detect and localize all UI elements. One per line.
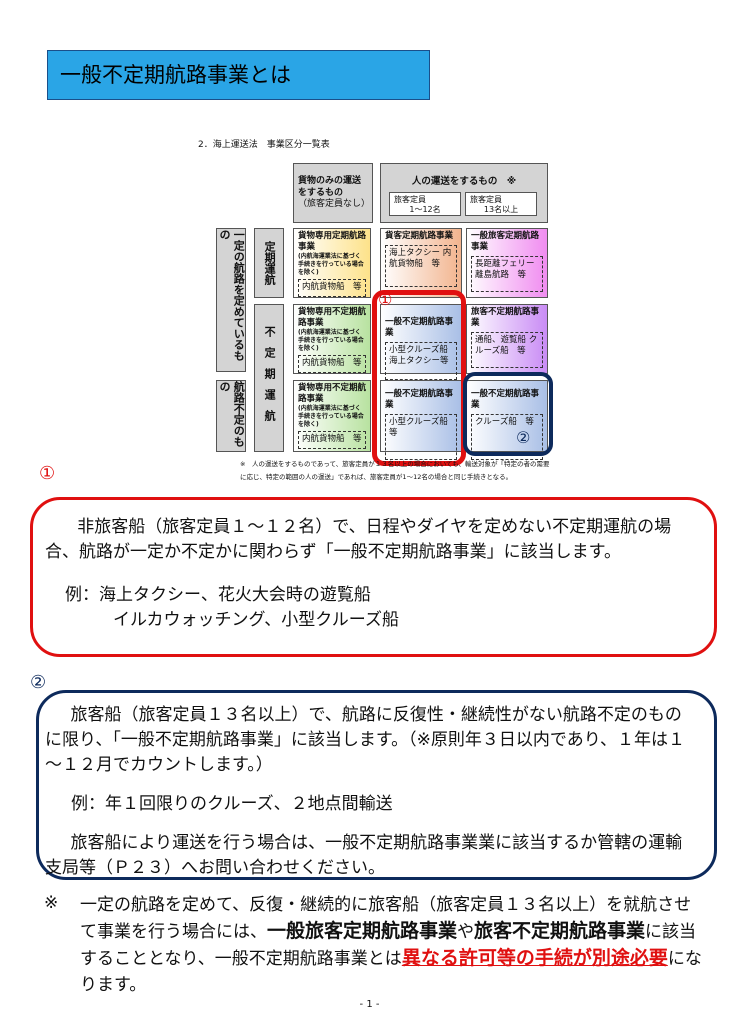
header-cargo-line: （旅客定員なし） (298, 199, 371, 210)
h: 旅客定員 (470, 195, 502, 204)
note-t2: や (457, 922, 475, 942)
cell-example: 小型クルーズ船 海上タクシー等 (385, 342, 457, 381)
section1-box: 非旅客船（旅客定員１～１２名）で、日程やダイヤを定めない不定期運航の場合、航路が… (30, 497, 717, 657)
cell-title: 一般不定期航路事業 (471, 389, 540, 411)
cell-example: 内航貨物船 等 (298, 355, 366, 373)
figure-footnote: ※ 人の運送をするものであって、旅客定員が１３名以上の場合においても、輸送対象が… (240, 460, 550, 481)
cell-p12-regular: 貨客定期航路事業 海上タクシー 内航貨物船 等 (380, 228, 462, 298)
row-fixed-route: 一定の航路を定めているもの (216, 228, 246, 372)
section1-text: 非旅客船（旅客定員１～１２名）で、日程やダイヤを定めない不定期運航の場合、航路が… (45, 517, 672, 562)
note-t4: になります。 (80, 949, 702, 995)
cell-title: 一般不定期航路事業 (385, 317, 454, 339)
row-regular: 定期運航 (254, 228, 284, 298)
cell-p13-unfixed: 一般不定期航路事業 クルーズ船 等 (466, 380, 548, 461)
page-title: 一般不定期航路事業とは (47, 50, 430, 100)
section2-marker: ② (30, 672, 47, 693)
note-bold1: 一般旅客定期航路事業 (267, 920, 458, 942)
h: 13名以上 (483, 205, 519, 215)
figure-caption: 2．海上運送法 事業区分一覧表 (198, 140, 330, 150)
cell-example: 海上タクシー 内航貨物船 等 (385, 245, 457, 288)
h: 旅客定員 (394, 195, 426, 204)
cell-cargo-irregular: 貨物専用不定期航路事業 (内航海運業法に基づく手続きを行っている場合を除く) 内… (293, 304, 371, 374)
cell-example: クルーズ船 等 (471, 414, 543, 461)
marker-1: ① (378, 290, 393, 309)
cell-note: (内航海運業法に基づく手続きを行っている場合を除く) (298, 329, 364, 352)
section1-example1: 例：海上タクシー、花火大会時の遊覧船 (65, 585, 371, 605)
header-cargo: 貨物のみの運送 をするもの （旅客定員なし） (293, 163, 373, 223)
note-bold2: 旅客不定期航路事業 (474, 920, 646, 942)
row-unfixed-route: 航路不定のもの (216, 380, 246, 452)
business-classification-figure: 2．海上運送法 事業区分一覧表 貨物のみの運送 をするもの （旅客定員なし） 人… (190, 132, 560, 492)
section1-marker: ① (39, 463, 56, 484)
section2-example: 例：年１回限りのクルーズ、２地点間輸送 (71, 794, 393, 814)
cell-example: 通船、遊覧船 クルーズ船 等 (471, 332, 543, 369)
header-cargo-line: 貨物のみの運送 (298, 176, 362, 186)
note-t3: に該当することとなり、一般不定期航路事業とは (80, 922, 697, 969)
cell-example: 内航貨物船 等 (298, 431, 366, 449)
cell-title: 一般不定期航路事業 (385, 389, 454, 411)
cell-title: 貨物専用定期航路事業 (298, 231, 367, 253)
section2-text: 旅客船（旅客定員１３名以上）で、航路に反復性・継続性がない航路不定のものに限り、… (45, 705, 686, 775)
cell-p13-regular: 一般旅客定期航路事業 長距離フェリー 離島航路 等 (466, 228, 548, 298)
cell-p13-irregular: 旅客不定期航路事業 通船、遊覧船 クルーズ船 等 (466, 304, 548, 374)
note-t1: 一定の航路を定めて、反復・継続的に旅客船（旅客定員１３名以上）を就航させて事業を… (80, 895, 692, 942)
note-text: 一定の航路を定めて、反復・継続的に旅客船（旅客定員１３名以上）を就航させて事業を… (80, 892, 705, 998)
row-irregular: 不定期運航 (254, 304, 284, 452)
cell-p12-irregular: 一般不定期航路事業 小型クルーズ船 海上タクシー等 (380, 304, 462, 381)
header-cargo-line: をするもの (298, 187, 344, 198)
cell-title: 貨客定期航路事業 (385, 231, 454, 241)
cell-title: 貨物専用不定期航路事業 (298, 383, 367, 405)
section2-box: 旅客船（旅客定員１３名以上）で、航路に反復性・継続性がない航路不定のものに限り、… (36, 690, 717, 880)
note-mark: ※ (44, 893, 59, 913)
cell-p12-unfixed: 一般不定期航路事業 小型クルーズ船 等 (380, 380, 462, 461)
page-number: - 1 - (359, 999, 380, 1010)
cell-title: 一般旅客定期航路事業 (471, 231, 540, 253)
marker-2: ② (516, 428, 531, 447)
note-red-emphasis: 異なる許可等の手続が別途必要 (401, 947, 668, 969)
section1-example2: イルカウォッチング、小型クルーズ船 (113, 610, 399, 630)
highlight-ring-2 (463, 372, 553, 456)
cell-cargo-regular: 貨物専用定期航路事業 (内航海運業法に基づく手続きを行っている場合を除く) 内航… (293, 228, 371, 298)
header-people-label: 人の運送をするもの ※ (411, 176, 517, 187)
cell-example: 小型クルーズ船 等 (385, 414, 457, 461)
cell-title: 旅客不定期航路事業 (471, 307, 540, 329)
section2-contact: 旅客船により運送を行う場合は、一般不定期航路事業業に該当するか管轄の運輸支局等（… (45, 833, 683, 878)
cell-note: (内航海運業法に基づく手続きを行っている場合を除く) (298, 253, 364, 276)
highlight-ring-1 (372, 290, 466, 466)
cell-note: (内航海運業法に基づく手続きを行っている場合を除く) (298, 405, 364, 428)
h: 1～12名 (409, 205, 441, 215)
cell-cargo-unfixed: 貨物専用不定期航路事業 (内航海運業法に基づく手続きを行っている場合を除く) 内… (293, 380, 371, 452)
cell-example: 長距離フェリー 離島航路 等 (471, 256, 543, 293)
cell-title: 貨物専用不定期航路事業 (298, 307, 367, 329)
cell-example: 内航貨物船 等 (298, 279, 366, 297)
